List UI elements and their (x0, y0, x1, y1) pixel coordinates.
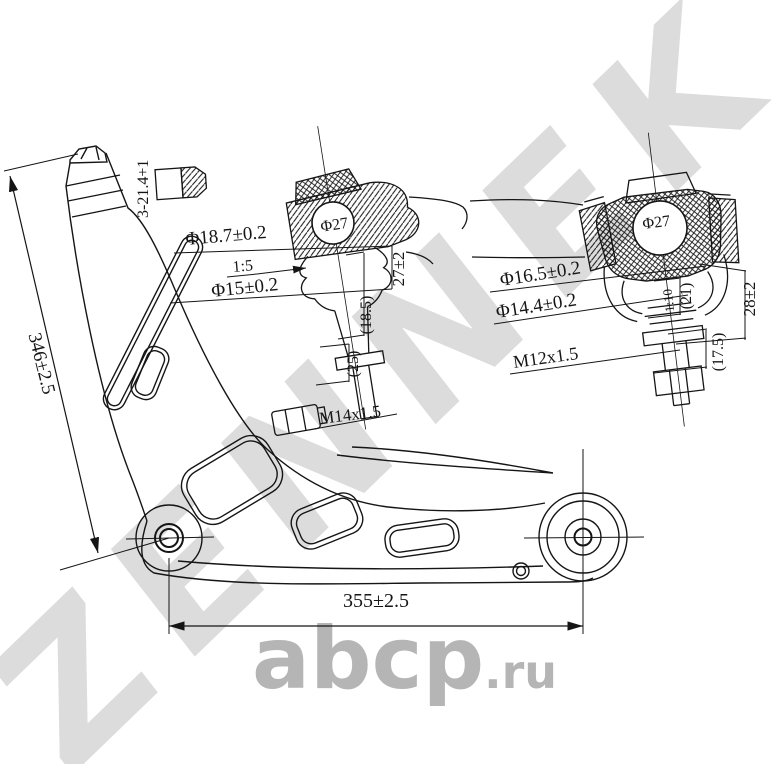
nut-left (271, 404, 328, 436)
cone-top-left-label: Φ18.7±0.2 (185, 222, 268, 250)
rear-bushing (512, 449, 645, 634)
thread-left-label: M14x1.5 (318, 402, 382, 428)
height-left-label: 27±2 (389, 252, 408, 287)
boot-height-right-label: (21) (678, 283, 695, 310)
site-watermark-tld: .ru (484, 645, 558, 699)
ball-dia-left-label: Φ27 (319, 215, 349, 236)
taper-right-label: 1:10 (660, 288, 678, 313)
height-right-label: 28±2 (740, 282, 759, 317)
dimension-arm-height (3, 153, 170, 571)
shank-left-label: (25) (345, 351, 362, 378)
front-bushing (125, 504, 215, 572)
arm-length-label: 355±2.5 (343, 590, 409, 612)
ball-joint-left: Φ27 (169, 126, 468, 436)
bushing-note-label: 3-21.4+1 (135, 160, 152, 218)
ball-joint-right: Φ27 1:10 (469, 132, 747, 427)
dimension-arm-length (168, 558, 583, 634)
boot-height-left-label: (18.5) (358, 296, 375, 335)
thread-right-label: M12x1.5 (512, 343, 580, 372)
taper-left-label: 1:5 (232, 257, 254, 276)
bushing-pin-part (154, 166, 208, 201)
ball-dia-right-label: Φ27 (642, 213, 672, 233)
shank-right-label: (17.5) (710, 333, 727, 372)
cone-bottom-left-label: Φ15±0.2 (210, 274, 279, 302)
